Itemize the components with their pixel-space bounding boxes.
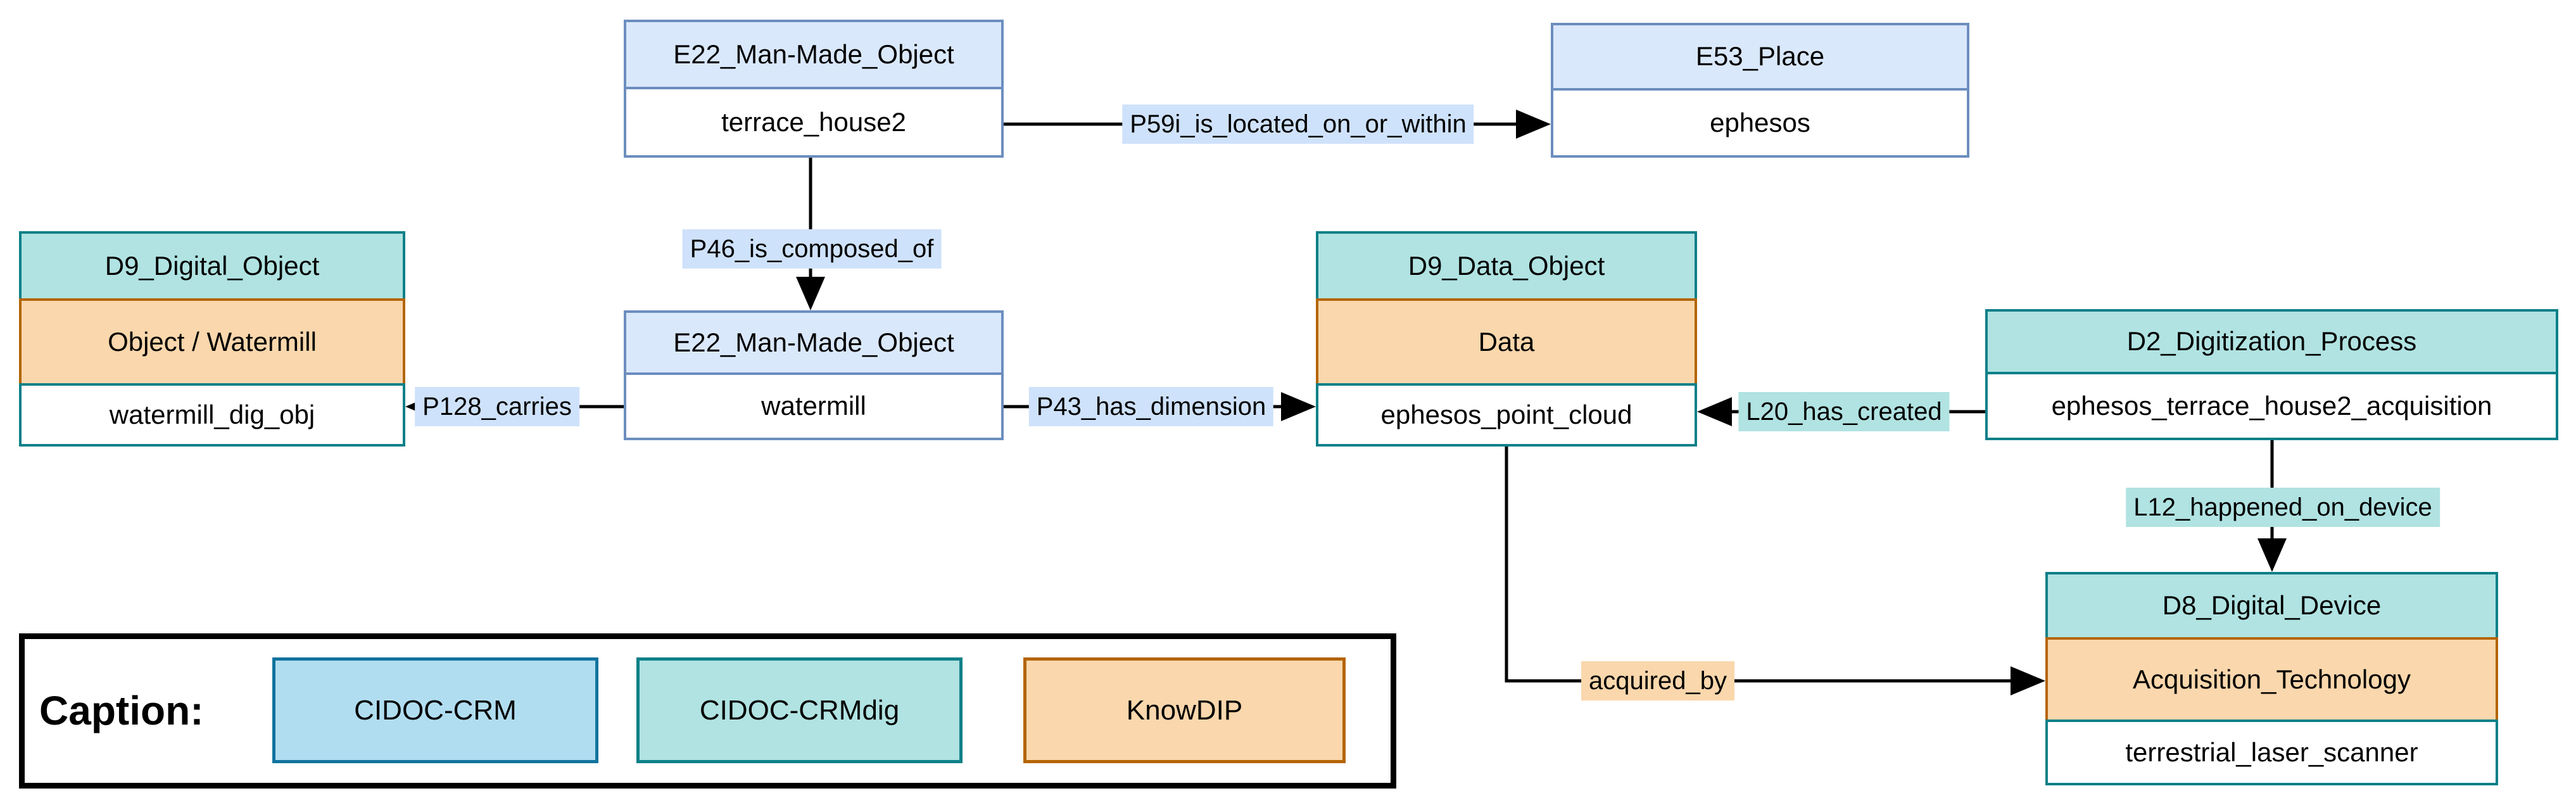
edge-label-acquired-by: acquired_by <box>1581 661 1734 700</box>
legend-swatch-cidoc-crmdig: CIDOC-CRMdig <box>636 657 963 763</box>
edge-label-l20: L20_has_created <box>1738 392 1950 431</box>
concept-band: Data <box>1316 298 1697 386</box>
instance-label: ephesos <box>1551 88 1969 158</box>
node-terrace-house2: E22_Man-Made_Object terrace_house2 <box>624 20 1004 158</box>
instance-label: terrestrial_laser_scanner <box>2045 719 2498 785</box>
concept-band: Object / Watermill <box>19 298 405 386</box>
class-header: E53_Place <box>1551 23 1969 91</box>
node-watermill: E22_Man-Made_Object watermill <box>624 310 1004 440</box>
edge-label-p128: P128_carries <box>415 387 579 426</box>
class-header: E22_Man-Made_Object <box>624 310 1004 375</box>
node-digitization-process: D2_Digitization_Process ephesos_terrace_… <box>1985 309 2558 440</box>
class-header: E22_Man-Made_Object <box>624 20 1004 89</box>
node-ephesos-point-cloud: D9_Data_Object Data ephesos_point_cloud <box>1316 231 1697 447</box>
concept-band: Acquisition_Technology <box>2045 637 2498 722</box>
instance-label: watermill <box>624 372 1004 440</box>
class-header: D2_Digitization_Process <box>1985 309 2558 374</box>
legend-swatch-knowdip: KnowDIP <box>1023 657 1346 763</box>
edge-label-p46: P46_is_composed_of <box>682 229 942 269</box>
node-watermill-digital-object: D9_Digital_Object Object / Watermill wat… <box>19 231 405 447</box>
legend-title: Caption: <box>39 688 204 733</box>
edge-acquired-by-arrow <box>1505 447 2045 695</box>
node-ephesos-place: E53_Place ephesos <box>1551 23 1969 158</box>
class-header: D9_Data_Object <box>1316 231 1697 301</box>
edge-label-p43: P43_has_dimension <box>1028 387 1274 426</box>
instance-label: terrace_house2 <box>624 87 1004 158</box>
instance-label: ephesos_terrace_house2_acquisition <box>1985 372 2558 440</box>
instance-label: watermill_dig_obj <box>19 383 405 447</box>
legend-swatch-cidoc-crm: CIDOC-CRM <box>272 657 598 763</box>
edge-label-l12: L12_happened_on_device <box>2126 488 2440 527</box>
class-header: D8_Digital_Device <box>2045 572 2498 640</box>
edge-label-p59i: P59i_is_located_on_or_within <box>1122 105 1474 144</box>
node-digital-device: D8_Digital_Device Acquisition_Technology… <box>2045 572 2498 785</box>
instance-label: ephesos_point_cloud <box>1316 383 1697 447</box>
class-header: D9_Digital_Object <box>19 231 405 301</box>
